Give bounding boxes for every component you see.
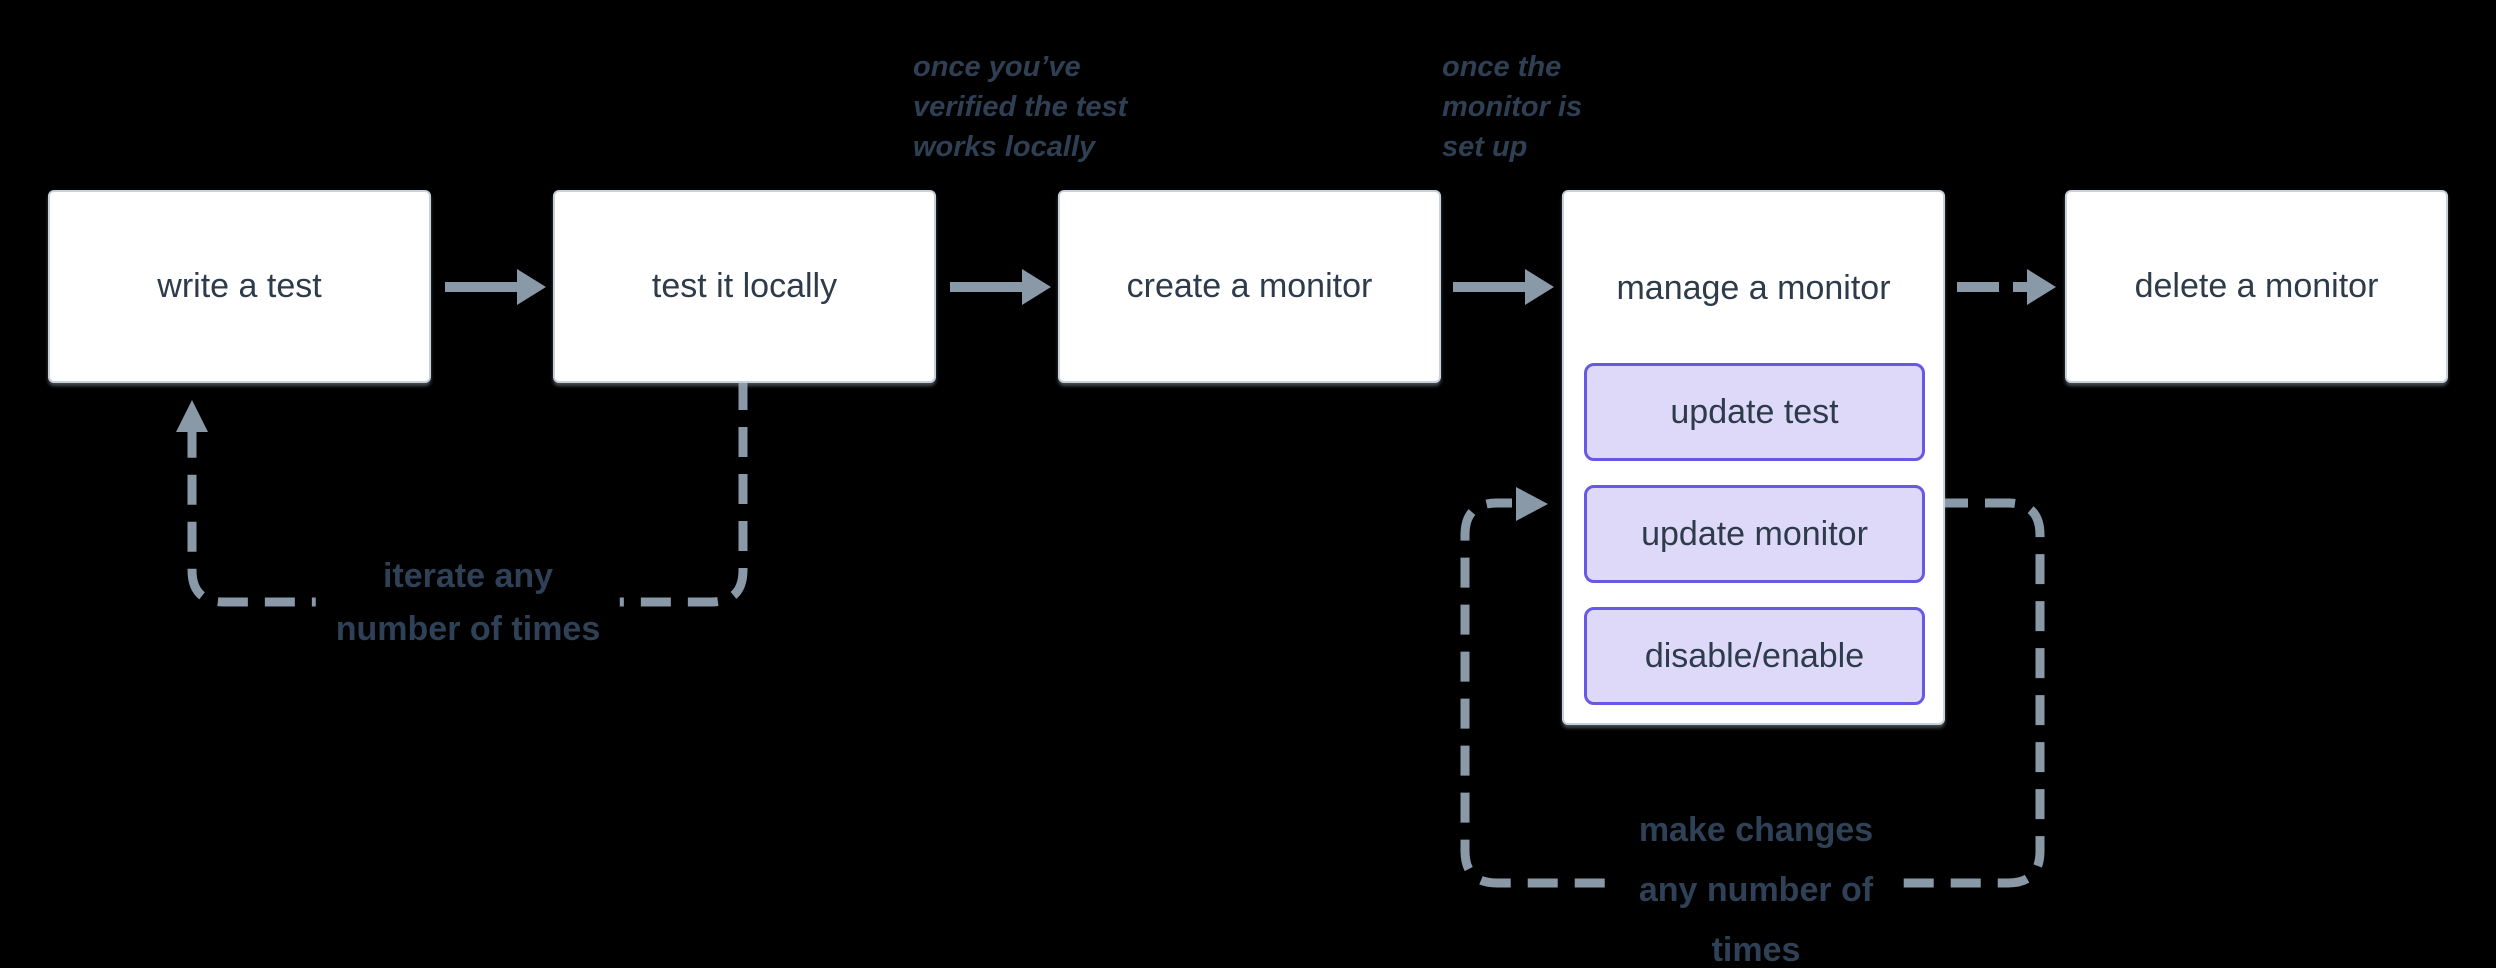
note-line: once you’ve [913,51,1081,83]
node-create-a-monitor: create a monitor [1058,190,1441,383]
note-line: verified the test [913,91,1128,123]
node-label: test it locally [651,267,838,305]
loop-label-make-changes: make changes any number of times [1618,796,1894,968]
loop-label-line: iterate any [382,557,554,595]
arrowhead-up-icon [176,400,208,432]
note-line: once the [1442,51,1562,83]
node-label: write a test [157,267,322,305]
sub-node-label: update monitor [1641,514,1868,553]
loop-label-line: number of times [335,610,601,648]
loop-label-line: any number of [1638,871,1874,909]
arrowhead-icon [2027,269,2056,305]
sub-node-label: disable/enable [1644,636,1865,675]
node-test-it-locally: test it locally [553,190,936,383]
loop-label-iterate: iterate any number of times [315,546,621,660]
sub-node-disable-enable: disable/enable [1584,607,1925,705]
sub-node-update-test: update test [1584,363,1925,461]
note-monitor-setup: once the monitor is set up [1442,47,1582,167]
arrowhead-icon [517,269,546,305]
loop-label-line: times [1711,931,1801,968]
arrowhead-icon [1022,269,1051,305]
loop-make-changes-path [1460,498,2045,888]
arrowhead-right-icon [1516,487,1548,521]
note-line: works locally [913,131,1096,163]
note-line: monitor is [1442,91,1583,123]
node-delete-a-monitor: delete a monitor [2065,190,2448,383]
node-manage-a-monitor: manage a monitor update test update moni… [1562,190,1945,725]
note-verified-locally: once you’ve verified the test works loca… [913,47,1127,167]
sub-node-label: update test [1670,392,1839,431]
node-label: delete a monitor [2134,267,2379,305]
sub-node-update-monitor: update monitor [1584,485,1925,583]
node-label: create a monitor [1126,267,1373,305]
node-label-row: manage a monitor [1564,192,1943,385]
node-write-a-test: write a test [48,190,431,383]
note-line: set up [1442,131,1528,163]
arrowhead-icon [1525,269,1554,305]
node-label: manage a monitor [1616,269,1891,307]
loop-label-line: make changes [1638,811,1874,849]
